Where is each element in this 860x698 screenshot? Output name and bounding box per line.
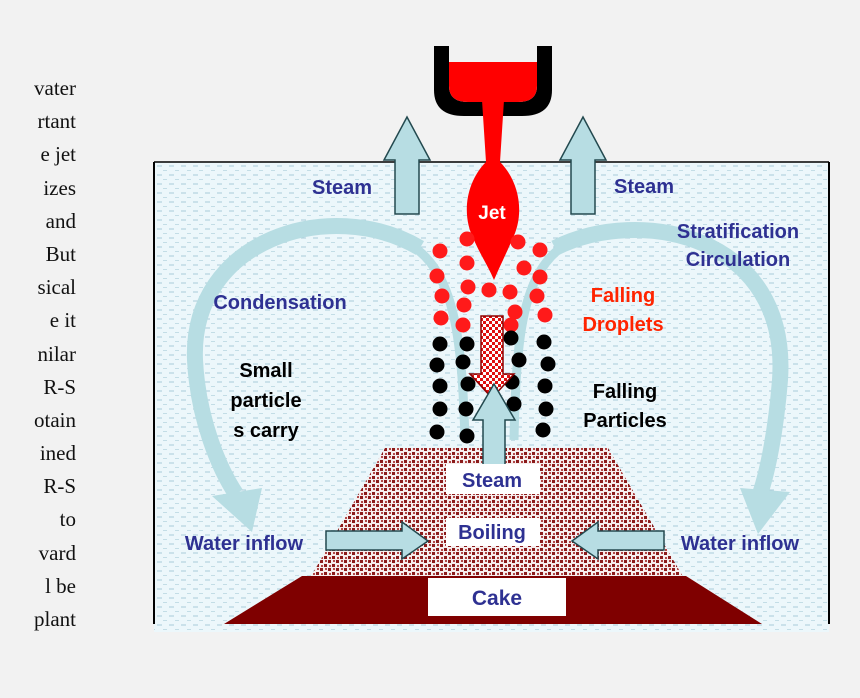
small-particles-label-3: s carry: [233, 420, 299, 442]
particle: [455, 354, 471, 370]
droplet: [433, 310, 449, 326]
droplet: [459, 255, 475, 271]
melt-jet: [466, 100, 520, 280]
side-text-line: R-S: [43, 374, 76, 399]
falling-particles-label-1: Falling: [593, 381, 657, 403]
droplet: [532, 242, 548, 258]
steam-label-box: [446, 464, 540, 494]
circulation-label: Circulation: [686, 249, 790, 271]
particle: [536, 334, 552, 350]
particle: [459, 336, 475, 352]
side-text-line: rtant: [37, 109, 76, 134]
droplet: [503, 317, 519, 333]
droplet: [456, 297, 472, 313]
water-inflow-arrow-left: [325, 520, 430, 561]
falling-droplets: [429, 231, 553, 333]
side-text-line: nilar: [37, 341, 76, 366]
droplet: [432, 243, 448, 259]
steam-up-arrow-center: [471, 382, 517, 471]
condensation-label: Condensation: [213, 292, 346, 314]
side-text-line: otain: [34, 407, 76, 432]
jet-label: Jet: [478, 203, 506, 224]
cake-label: Cake: [472, 587, 522, 610]
circulation-arrowhead-left: [212, 488, 262, 532]
side-text-line: l be: [45, 573, 76, 598]
particle: [460, 376, 476, 392]
small-particles-label-2: particle: [230, 390, 301, 412]
droplet: [429, 268, 445, 284]
droplet: [460, 279, 476, 295]
particle: [429, 357, 445, 373]
falling-droplets-label-2: Droplets: [582, 314, 663, 336]
particle: [429, 424, 445, 440]
side-text-line: sical: [37, 275, 76, 300]
water-inflow-label-right: Water inflow: [681, 533, 800, 555]
steam-up-arrow-right: [558, 115, 608, 215]
particle: [458, 401, 474, 417]
side-text-line: ined: [39, 441, 76, 466]
circulation-arrowhead-right: [740, 488, 790, 534]
particle: [538, 401, 554, 417]
side-text-line: vard: [38, 540, 76, 565]
falling-particles: [429, 330, 556, 444]
side-text-line: But: [45, 241, 76, 266]
falling-droplets-label-1: Falling: [591, 285, 655, 307]
droplet: [532, 269, 548, 285]
side-text-line: plant: [34, 607, 76, 631]
side-text-line: to: [59, 507, 76, 532]
falling-particles-label-2: Particles: [583, 410, 666, 432]
particle: [432, 378, 448, 394]
droplet: [455, 317, 471, 333]
stratification-label: Stratification: [677, 221, 799, 243]
particle: [540, 356, 556, 372]
droplet: [481, 282, 497, 298]
particle: [537, 378, 553, 394]
side-text-line: R-S: [43, 474, 76, 499]
droplet: [502, 284, 518, 300]
droplet: [459, 231, 475, 247]
particle: [506, 396, 522, 412]
particle: [511, 352, 527, 368]
side-text-line: izes: [43, 175, 76, 200]
particle-down-arrow: [468, 315, 516, 400]
droplet: [529, 288, 545, 304]
side-text-line: vater: [34, 76, 76, 100]
particle: [503, 330, 519, 346]
steam-label-right: Steam: [614, 176, 674, 198]
droplet: [434, 288, 450, 304]
steam-center-label: Steam: [462, 470, 522, 492]
droplet: [510, 234, 526, 250]
steam-up-arrow-left: [382, 115, 432, 215]
droplet: [537, 307, 553, 323]
cropped-side-text: vater rtant e jet izes and But sical e i…: [0, 72, 76, 636]
cake-label-box: [428, 578, 566, 616]
boiling-label-box: [446, 518, 540, 546]
crucible-melt: [449, 62, 537, 102]
small-particles-label-1: Small: [239, 360, 292, 382]
particle: [432, 336, 448, 352]
circulation-arrow-left: [186, 218, 425, 499]
circulation-arrow-right: [551, 222, 789, 497]
particle: [432, 401, 448, 417]
droplet: [516, 260, 532, 276]
steam-label-left: Steam: [312, 177, 372, 199]
particle: [459, 428, 475, 444]
side-text-line: and: [45, 208, 76, 233]
particle: [535, 422, 551, 438]
water-inflow-arrow-right: [570, 520, 665, 561]
side-text-line: e jet: [40, 142, 76, 167]
side-text-line: e it: [49, 308, 76, 333]
water-inflow-label-left: Water inflow: [185, 533, 304, 555]
boiling-label: Boiling: [458, 522, 526, 544]
droplet: [507, 304, 523, 320]
